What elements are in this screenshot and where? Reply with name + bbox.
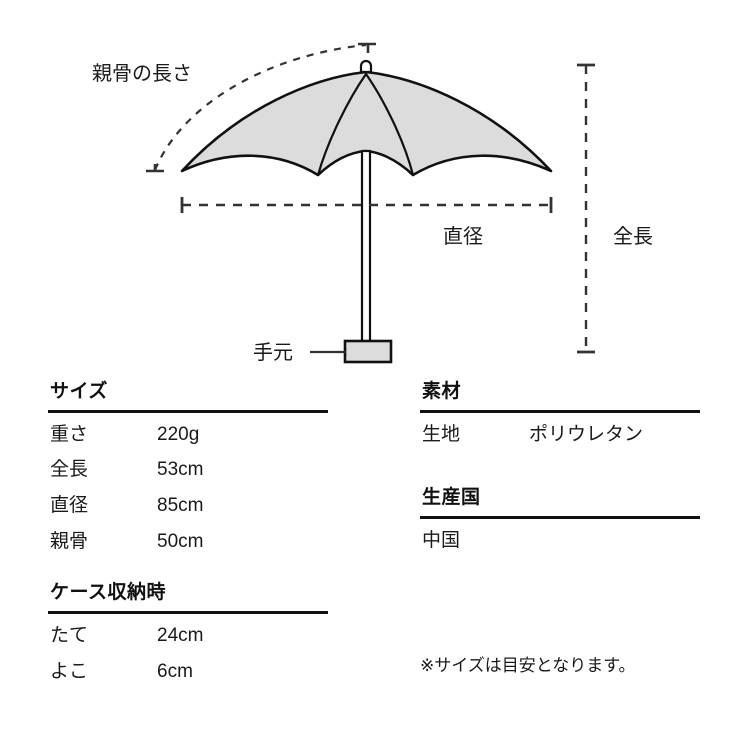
row-label: 生地 (422, 423, 461, 445)
row-label: 全長 (50, 459, 89, 481)
row-label: たて (50, 625, 89, 647)
section-material-rule (420, 409, 700, 413)
spacer (420, 452, 700, 486)
table-row: 親骨 50cm (48, 524, 328, 560)
section-case: ケース収納時 たて 24cm よこ 6cm (48, 581, 328, 689)
table-row: よこ 6cm (48, 654, 328, 690)
section-origin: 生産国 中国 (420, 486, 700, 558)
table-row: たて 24cm (48, 618, 328, 654)
section-material: 素材 生地 ポリウレタン (420, 380, 700, 452)
section-case-rule (48, 611, 328, 615)
table-row: 重さ 220g (48, 417, 328, 453)
canopy-seam-right (364, 72, 415, 177)
rib-length-label: 親骨の長さ (92, 62, 192, 85)
size-disclaimer-note: ※サイズは目安となります。 (420, 655, 636, 675)
row-label: 中国 (422, 530, 461, 552)
spacer (420, 559, 700, 651)
row-value: ポリウレタン (529, 423, 644, 445)
umbrella-illustration: 親骨の長さ 直径 全長 手元 (92, 42, 653, 364)
handle-label: 手元 (253, 341, 293, 364)
table-row: 直径 85cm (48, 488, 328, 524)
section-case-heading: ケース収納時 (50, 582, 167, 604)
section-size-rule (48, 409, 328, 413)
table-row: 中国 (420, 523, 700, 559)
row-value: 53cm (157, 459, 204, 481)
section-origin-heading: 生産国 (422, 487, 481, 509)
row-value: 6cm (157, 660, 193, 682)
section-material-heading: 素材 (422, 381, 462, 402)
table-row: 生地 ポリウレタン (420, 417, 700, 453)
rib-length-dimension-arc (153, 43, 367, 171)
row-label: 親骨 (50, 530, 89, 552)
row-value: 220g (157, 423, 200, 445)
origin-table: 中国 (420, 523, 700, 559)
row-label: 重さ (50, 423, 89, 445)
size-table: 重さ 220g 全長 53cm 直径 85cm 親骨 50cm (48, 417, 328, 560)
row-value: 24cm (157, 625, 204, 647)
umbrella-diagram: 親骨の長さ 直径 全長 手元 (92, 42, 653, 364)
case-table: たて 24cm よこ 6cm (48, 618, 328, 689)
diameter-label: 直径 (443, 225, 483, 248)
specification-area: サイズ 重さ 220g 全長 53cm 直径 85cm (0, 380, 750, 750)
row-value: 85cm (157, 495, 204, 517)
row-label: 直径 (50, 495, 89, 517)
row-label: よこ (50, 660, 89, 682)
total-length-label: 全長 (613, 225, 653, 248)
section-size-heading: サイズ (50, 381, 108, 402)
row-value (527, 523, 700, 559)
spec-column-left: サイズ 重さ 220g 全長 53cm 直径 85cm (48, 380, 328, 689)
finial-icon (359, 59, 373, 74)
section-size: サイズ 重さ 220g 全長 53cm 直径 85cm (48, 380, 328, 559)
table-row: 全長 53cm (48, 452, 328, 488)
material-table: 生地 ポリウレタン (420, 417, 700, 453)
canopy-seam-left (316, 72, 368, 177)
section-origin-rule (420, 516, 700, 520)
spec-column-right: 素材 生地 ポリウレタン 生産国 中国 (420, 380, 700, 676)
umbrella-handle (343, 339, 393, 364)
row-value: 50cm (157, 530, 204, 552)
umbrella-shaft (360, 149, 372, 345)
spacer (48, 559, 328, 581)
